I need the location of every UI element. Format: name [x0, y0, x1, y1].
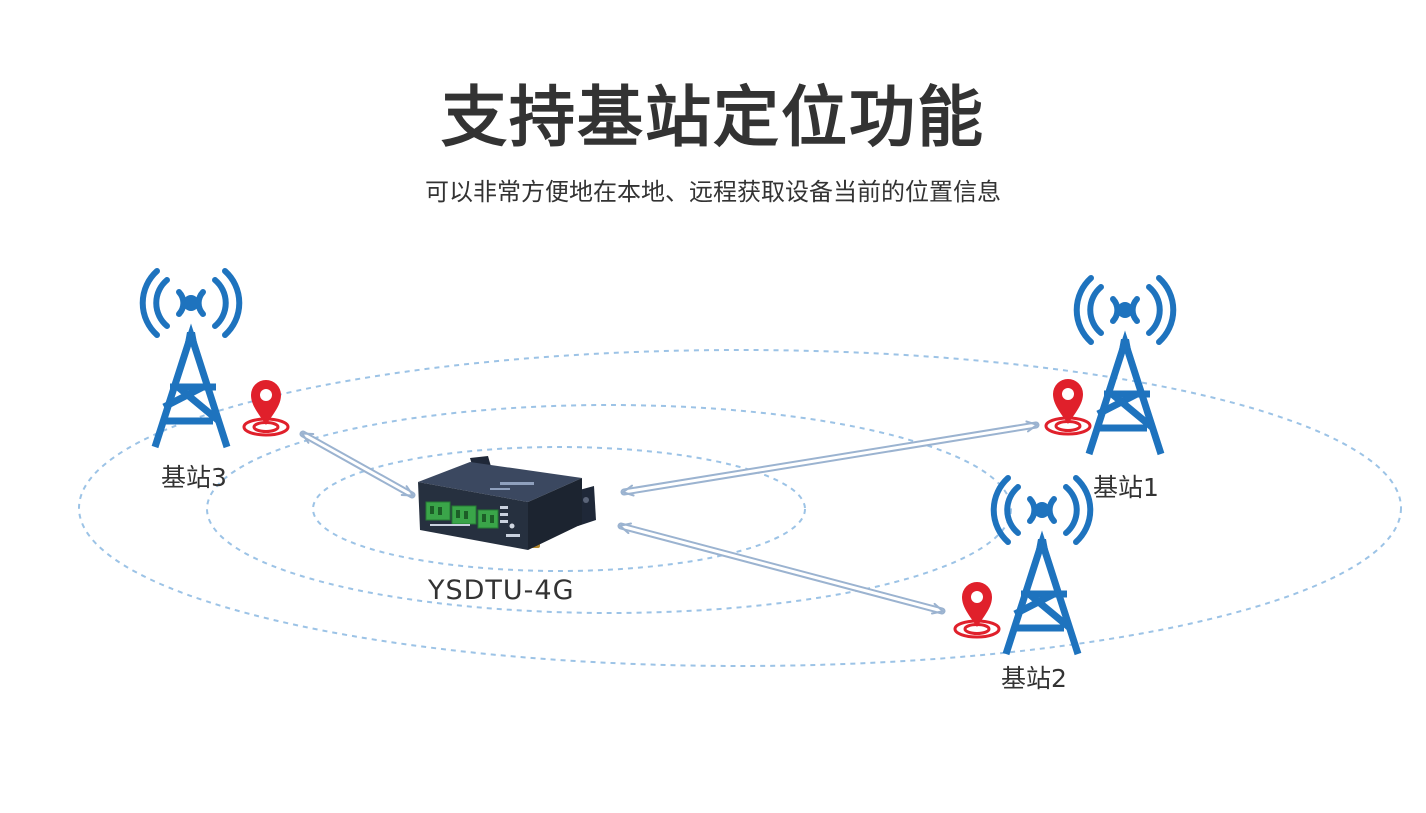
station-2-label: 基站2 — [1001, 664, 1067, 693]
location-pin-icon — [953, 580, 1001, 639]
double-arrow-icon — [299, 430, 416, 499]
cell-tower-icon — [143, 271, 240, 447]
cell-tower-icon — [994, 478, 1091, 654]
device-name-label: YSDTU-4G — [428, 575, 575, 606]
dtu-device-image — [418, 456, 596, 550]
coverage-ring-inner — [312, 446, 806, 572]
page-title: 支持基站定位功能 — [441, 79, 985, 156]
coverage-ring-outer — [78, 349, 1402, 667]
location-pin-icon — [242, 378, 290, 437]
location-pin-icon — [1044, 377, 1092, 436]
double-arrow-icon — [617, 522, 946, 615]
coverage-rings — [78, 349, 1402, 667]
station-1-label: 基站1 — [1093, 473, 1159, 502]
station-3-label: 基站3 — [161, 463, 227, 492]
coverage-ring-middle — [206, 404, 1012, 614]
double-arrow-icon — [620, 420, 1040, 497]
page-subtitle: 可以非常方便地在本地、远程获取设备当前的位置信息 — [425, 178, 1001, 206]
